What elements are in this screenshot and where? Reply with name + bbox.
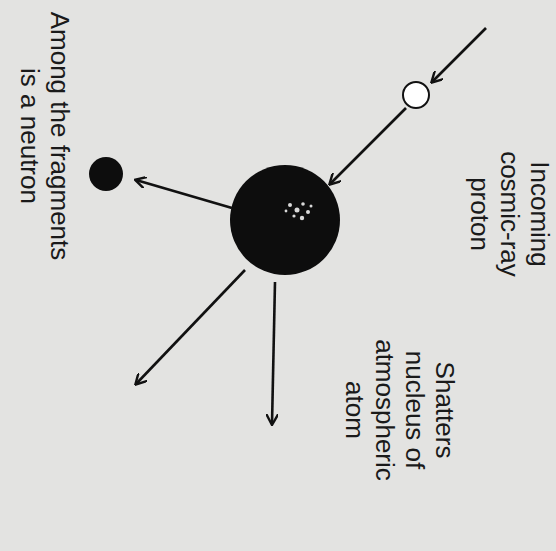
nucleus-speckle	[285, 202, 313, 220]
proton-circle	[403, 82, 429, 108]
nucleus-label: Shatters nucleus of atmospheric atom	[340, 335, 460, 485]
incoming-arrow	[432, 28, 486, 82]
fragment-arrow	[136, 180, 232, 208]
neutron-dot	[89, 157, 123, 191]
fragment-arrow	[272, 282, 275, 424]
neutron-label: Among the fragments is a neutron	[15, 7, 75, 265]
nucleus-circle	[230, 165, 340, 275]
fragment-arrow	[136, 270, 245, 384]
proton-label: Incoming cosmic-ray proton	[465, 134, 555, 294]
proton-arrow	[330, 108, 406, 184]
